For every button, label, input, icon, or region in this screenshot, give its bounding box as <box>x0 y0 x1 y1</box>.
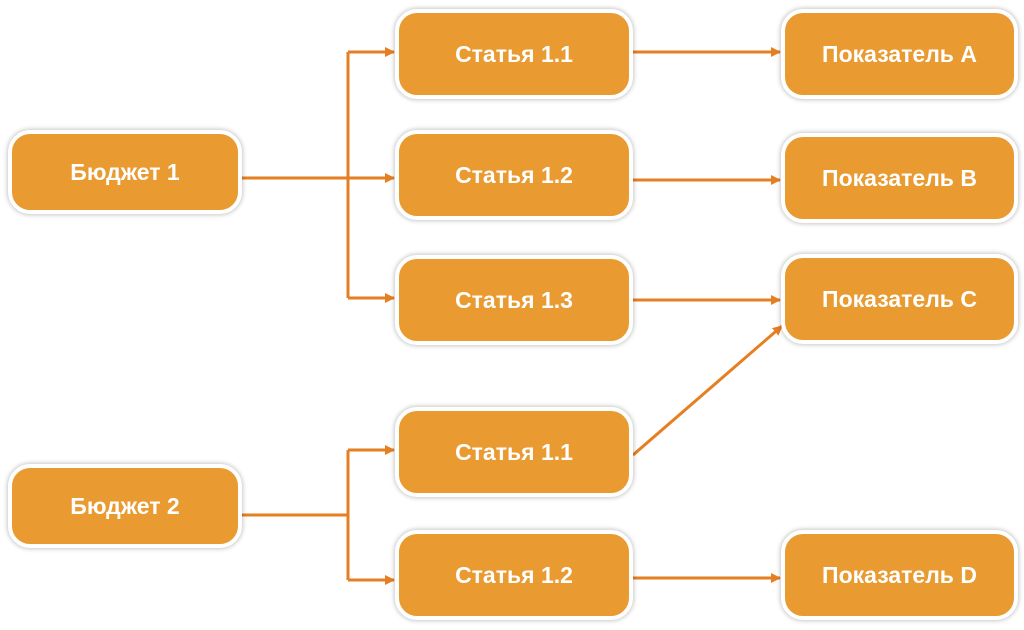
indicator-node: Показатель B <box>781 133 1018 223</box>
budget-node: Бюджет 2 <box>8 464 242 548</box>
arrow-article2-to-indicator-c <box>632 324 783 457</box>
article-node: Статья 1.3 <box>395 255 633 345</box>
budget-node: Бюджет 1 <box>8 130 242 214</box>
indicator-node: Показатель A <box>781 9 1018 99</box>
article-node: Статья 1.1 <box>395 9 633 99</box>
connector-budget2-trunk <box>242 450 350 580</box>
connector-budget1-trunk <box>242 52 350 298</box>
article-node: Статья 1.1 <box>395 407 633 497</box>
indicator-node: Показатель D <box>781 530 1018 620</box>
article-node: Статья 1.2 <box>395 530 633 620</box>
article-node: Статья 1.2 <box>395 130 633 220</box>
indicator-node: Показатель C <box>781 254 1018 344</box>
